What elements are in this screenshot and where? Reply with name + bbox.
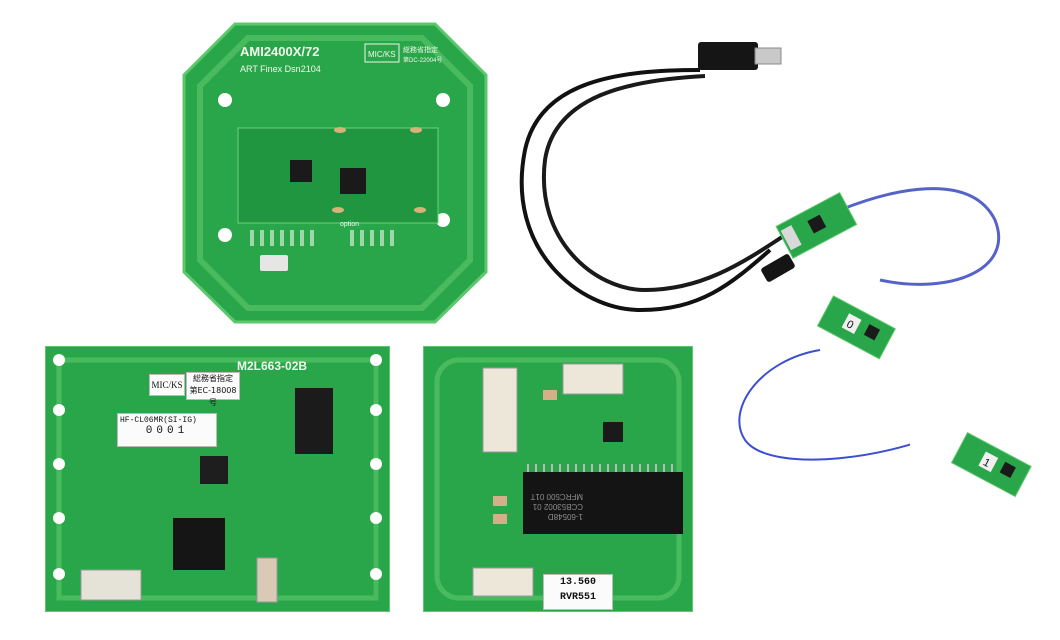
small-module-1-label: 1 (981, 456, 992, 469)
antenna-board-cert-logo: MIC/KS (368, 50, 396, 59)
antenna-board-model: AMI2400X/72 (240, 44, 320, 59)
small-module-1: 1 (950, 431, 1032, 498)
antenna-board-cert-text-1: 総務省指定 (403, 45, 438, 54)
reader-board-left-cert-text-2: 第EC-18008号 (189, 386, 237, 407)
antenna-board-cert-text-2: 第DC-22004号 (403, 56, 442, 64)
reader-board-middle-chip-text-1: MFRC500 01T (530, 492, 583, 501)
reader-board-left-cert-text-1: 総務省指定 (193, 374, 233, 383)
reader-board-left-sticker-line-1: HF-CL06MR(SI-IG) (120, 416, 197, 425)
small-module-usb (775, 187, 1001, 286)
reader-board-left-cert-text: 総務省指定 第EC-18008号 (186, 372, 240, 407)
reader-board-middle: MFRC500 01T CCB53002 01 1-60548D (423, 346, 693, 612)
reader-board-middle-freq-value: 13.560 (559, 577, 596, 588)
antenna-board-option-label: option (340, 221, 359, 228)
small-module-0: 0 (738, 295, 910, 461)
small-module-0-label: 0 (844, 318, 855, 331)
reader-board-left-sticker: HF-CL06MR(SI-IG) 0001 (117, 413, 217, 447)
reader-board-middle-freq-label: 13.560 RVR551 (543, 574, 613, 610)
reader-board-middle-chip-text-3: 1-60548D (548, 512, 583, 521)
reader-board-left-sticker-line-2: 0001 (145, 425, 189, 437)
reader-board-middle-chip-text-2: CCB53002 01 (532, 502, 583, 511)
antenna-board-maker: ART Finex Dsn2104 (240, 64, 321, 74)
reader-board-middle-part-value: RVR551 (559, 592, 596, 603)
reader-board-left-cert-logo: MIC/KS (149, 374, 185, 396)
usb-cable (519, 42, 795, 313)
reader-board-left-model: M2L663-02B (237, 359, 307, 373)
antenna-board-octagon: AMI2400X/72 ART Finex Dsn2104 MIC/KS 総務省… (182, 22, 488, 324)
